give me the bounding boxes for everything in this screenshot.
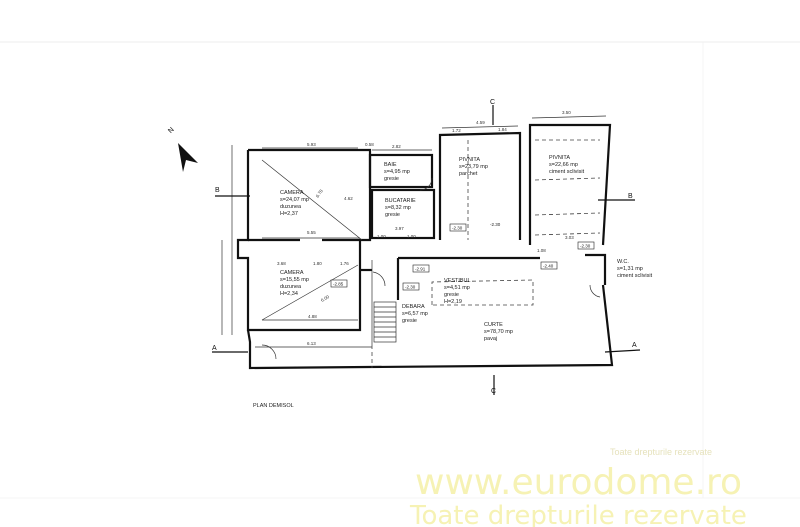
svg-text:duzunea: duzunea [280, 284, 302, 290]
svg-text:ciment sclivisit: ciment sclivisit [617, 273, 653, 279]
svg-text:ciment sclivisit: ciment sclivisit [549, 169, 585, 175]
svg-text:s=23,79 mp: s=23,79 mp [459, 164, 488, 170]
svg-text:6.00: 6.00 [320, 294, 331, 303]
svg-text:PIVNITA: PIVNITA [549, 155, 570, 161]
svg-text:5.55: 5.55 [307, 230, 316, 235]
svg-text:s=15,55 mp: s=15,55 mp [280, 277, 309, 283]
svg-text:Toate drepturile rezervate: Toate drepturile rezervate [409, 501, 747, 527]
svg-text:-2.30: -2.30 [490, 222, 501, 227]
svg-text:1.00: 1.00 [377, 234, 386, 239]
north-arrow-icon: N [167, 126, 198, 172]
svg-text:A: A [212, 345, 217, 352]
svg-text:B: B [628, 193, 633, 200]
svg-text:H=2,37: H=2,37 [280, 211, 298, 217]
svg-text:C: C [491, 388, 496, 395]
svg-text:VESTIBUL: VESTIBUL [444, 278, 471, 284]
room-wc: W.C. s=1,31 mp ciment sclivisit [617, 259, 653, 279]
svg-text:3.50: 3.50 [562, 110, 571, 115]
room-debara: DEBARA s=6,57 mp gresie [402, 304, 428, 324]
svg-text:4.62: 4.62 [344, 196, 353, 201]
room-camera-1: CAMERA s=24,07 mp duzunea H=2,37 [280, 190, 309, 217]
svg-text:N: N [167, 126, 176, 135]
svg-text:s=8,32 mp: s=8,32 mp [385, 205, 411, 211]
room-vestibul: VESTIBUL s=4,51 mp gresie H=2,19 [444, 278, 471, 305]
svg-text:PIVNITA: PIVNITA [459, 157, 480, 163]
svg-text:s=24,07 mp: s=24,07 mp [280, 197, 309, 203]
svg-text:1.76: 1.76 [340, 261, 349, 266]
svg-text:3.68: 3.68 [277, 261, 286, 266]
svg-text:1.72: 1.72 [452, 128, 461, 133]
door-swings [261, 177, 601, 360]
svg-text:H=2,34: H=2,34 [280, 291, 298, 297]
room-pivnita-2: PIVNITA s=22,66 mp ciment sclivisit [549, 155, 585, 175]
svg-text:6.78: 6.78 [315, 188, 324, 198]
plan-title: PLAN DEMISOL [253, 403, 294, 409]
svg-text:CAMERA: CAMERA [280, 190, 304, 196]
dashed-lines [371, 139, 601, 368]
level-tags: -2.85 -2.91 -2.30 -2.40 -2.30 -2.30 -2.3… [330, 222, 595, 291]
svg-text:H=2,19: H=2,19 [444, 299, 462, 305]
svg-text:BUCATARIE: BUCATARIE [385, 198, 416, 204]
svg-text:s=1,31 mp: s=1,31 mp [617, 266, 643, 272]
svg-text:2.82: 2.82 [392, 144, 401, 149]
svg-text:1.80: 1.80 [313, 261, 322, 266]
svg-text:-2.30: -2.30 [580, 244, 591, 249]
svg-text:gresie: gresie [444, 292, 459, 298]
svg-text:W.C.: W.C. [617, 259, 629, 265]
svg-text:Toate drepturile rezervate: Toate drepturile rezervate [610, 447, 712, 457]
svg-text:B: B [215, 187, 220, 194]
svg-text:1.00: 1.00 [407, 234, 416, 239]
section-markers: A A B B C C [212, 99, 641, 395]
svg-text:duzunea: duzunea [280, 204, 302, 210]
svg-text:-2.30: -2.30 [452, 226, 463, 231]
room-camera-2: CAMERA s=15,55 mp duzunea H=2,34 [280, 270, 309, 297]
svg-text:parchet: parchet [459, 171, 478, 177]
svg-text:-2.40: -2.40 [543, 264, 554, 269]
svg-text:s=4,51 mp: s=4,51 mp [444, 285, 470, 291]
room-baie: BAIE s=4,95 mp gresie [384, 162, 410, 182]
svg-text:s=4,95 mp: s=4,95 mp [384, 169, 410, 175]
svg-text:-2.85: -2.85 [333, 282, 344, 287]
room-bucatarie: BUCATARIE s=8,32 mp gresie [385, 198, 416, 218]
svg-text:A: A [632, 342, 637, 349]
svg-text:gresie: gresie [385, 212, 400, 218]
svg-text:C: C [490, 99, 495, 106]
svg-text:1.08: 1.08 [537, 248, 546, 253]
walls [236, 123, 614, 370]
svg-text:CAMERA: CAMERA [280, 270, 304, 276]
svg-text:s=6,57 mp: s=6,57 mp [402, 311, 428, 317]
dimension-labels: 5.93 0.58 2.82 4.59 1.72 1.84 3.50 5.55 … [277, 110, 574, 346]
svg-text:pavaj: pavaj [484, 336, 497, 342]
dimension-lines [221, 115, 607, 348]
svg-text:DEBARA: DEBARA [402, 304, 425, 310]
watermark: www.eurodome.ro Toate drepturile rezerva… [409, 447, 747, 527]
svg-text:-2.91: -2.91 [415, 267, 426, 272]
svg-text:gresie: gresie [384, 176, 399, 182]
svg-text:-2.30: -2.30 [405, 285, 416, 290]
svg-text:www.eurodome.ro: www.eurodome.ro [415, 462, 742, 503]
svg-text:s=78,70 mp: s=78,70 mp [484, 329, 513, 335]
room-curte: CURTE s=78,70 mp pavaj [484, 322, 513, 342]
svg-text:4.88: 4.88 [308, 314, 317, 319]
svg-text:1.84: 1.84 [498, 127, 507, 132]
svg-text:4.59: 4.59 [476, 120, 485, 125]
svg-text:3.03: 3.03 [565, 235, 574, 240]
staircase [373, 301, 397, 343]
room-pivnita-1: PIVNITA s=23,79 mp parchet [459, 157, 488, 177]
svg-text:5.93: 5.93 [307, 142, 316, 147]
svg-text:6.13: 6.13 [307, 341, 316, 346]
svg-text:0.58: 0.58 [365, 142, 374, 147]
svg-text:s=22,66 mp: s=22,66 mp [549, 162, 578, 168]
svg-text:BAIE: BAIE [384, 162, 397, 168]
svg-text:CURTE: CURTE [484, 322, 503, 328]
svg-text:gresie: gresie [402, 318, 417, 324]
svg-text:3.97: 3.97 [395, 226, 404, 231]
